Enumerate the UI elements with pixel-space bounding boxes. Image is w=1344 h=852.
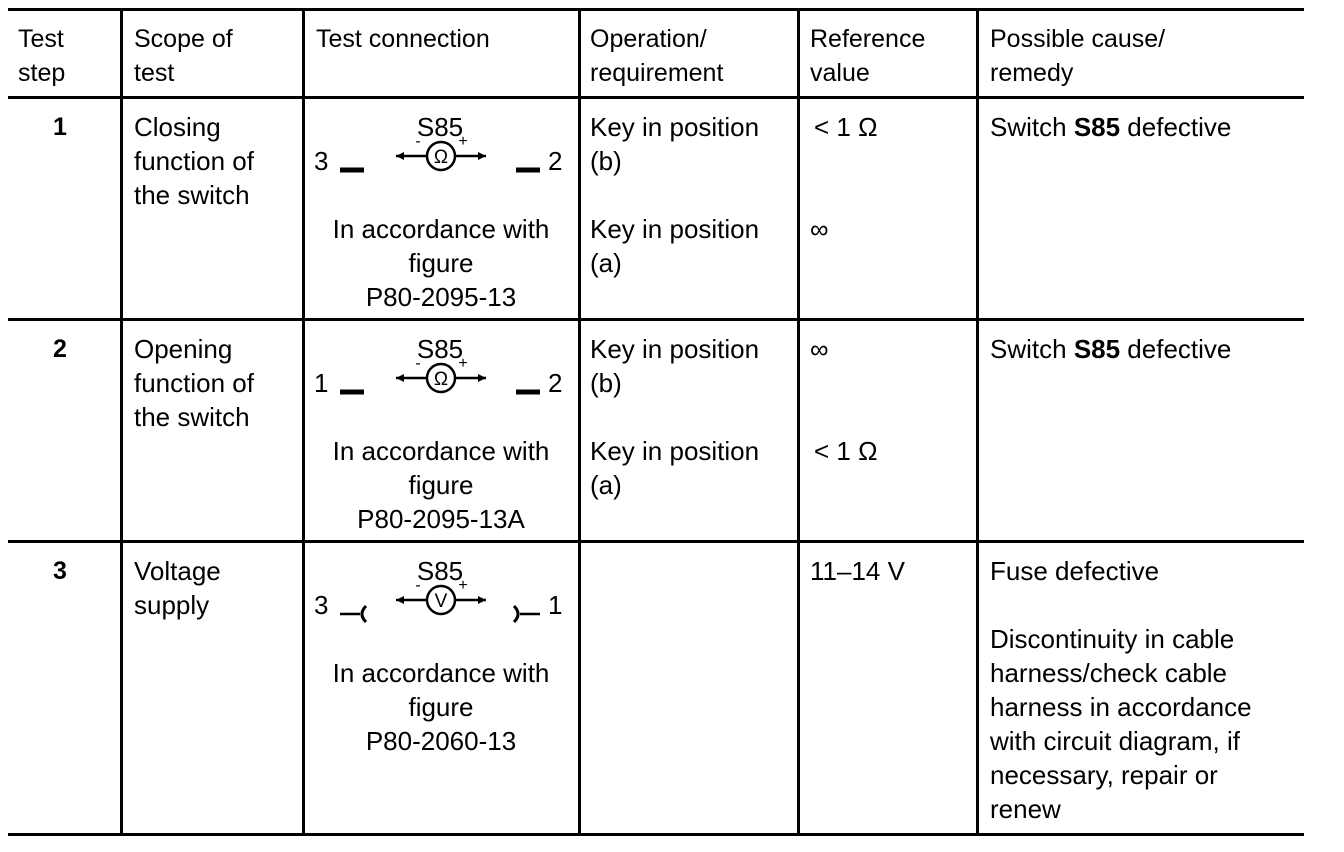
row3-plus: +: [458, 577, 467, 594]
row1-cause: Switch S85 defective: [990, 112, 1232, 142]
rule-col2: [302, 8, 305, 836]
row3-meter-label: V: [435, 591, 448, 612]
row3-voltmeter-symbol: V - +: [340, 576, 540, 626]
row1-step: 1: [53, 113, 67, 141]
header-operation: Operation/requirement: [590, 25, 724, 87]
row2-cause: Switch S85 defective: [990, 334, 1232, 364]
row1-op2: Key in position(a): [590, 214, 760, 278]
rule-col5: [976, 8, 979, 836]
row2-ref1: ∞: [810, 334, 829, 364]
row3-component: S85: [416, 556, 464, 586]
row2-op1: Key in position(b): [590, 334, 760, 398]
row1-ref2: ∞: [810, 214, 829, 244]
rule-row1-bottom: [8, 318, 1304, 321]
row2-step: 2: [53, 335, 67, 363]
row1-plus: +: [458, 133, 467, 150]
row3-minus: -: [415, 577, 420, 594]
row2-meter-label: Ω: [434, 369, 448, 390]
row1-minus: -: [415, 133, 420, 150]
row3-pin-left: 3: [314, 590, 329, 620]
row1-ref1: < 1 Ω: [814, 112, 878, 142]
header-connection: Test connection: [316, 25, 490, 53]
row1-pin-left: 3: [314, 146, 329, 176]
rule-header-bottom: [8, 96, 1304, 99]
row2-op2: Key in position(a): [590, 436, 760, 500]
row2-pin-right: 2: [548, 368, 563, 398]
row1-component: S85: [416, 112, 464, 142]
header-cause: Possible cause/remedy: [990, 25, 1166, 87]
row2-component: S85: [416, 334, 464, 364]
row3-ref1: 11–14 V: [810, 556, 905, 586]
row1-pin-right: 2: [548, 146, 563, 176]
row1-op1: Key in position(b): [590, 112, 760, 176]
row2-plus: +: [458, 355, 467, 372]
row1-meter-label: Ω: [434, 147, 448, 168]
row2-ohmmeter-symbol: Ω - +: [340, 354, 540, 404]
row2-minus: -: [415, 355, 420, 372]
row3-pin-right: 1: [548, 590, 563, 620]
rule-bottom: [8, 833, 1304, 836]
rule-col3: [578, 8, 581, 836]
row3-cause1: Fuse defective: [990, 556, 1160, 586]
rule-row2-bottom: [8, 540, 1304, 543]
rule-top: [8, 8, 1304, 11]
rule-col4: [797, 8, 800, 836]
row2-pin-left: 1: [314, 368, 329, 398]
row1-ohmmeter-symbol: Ω - +: [340, 132, 540, 182]
row3-step: 3: [53, 557, 67, 585]
row2-ref2: < 1 Ω: [814, 436, 878, 466]
rule-col1: [120, 8, 123, 836]
